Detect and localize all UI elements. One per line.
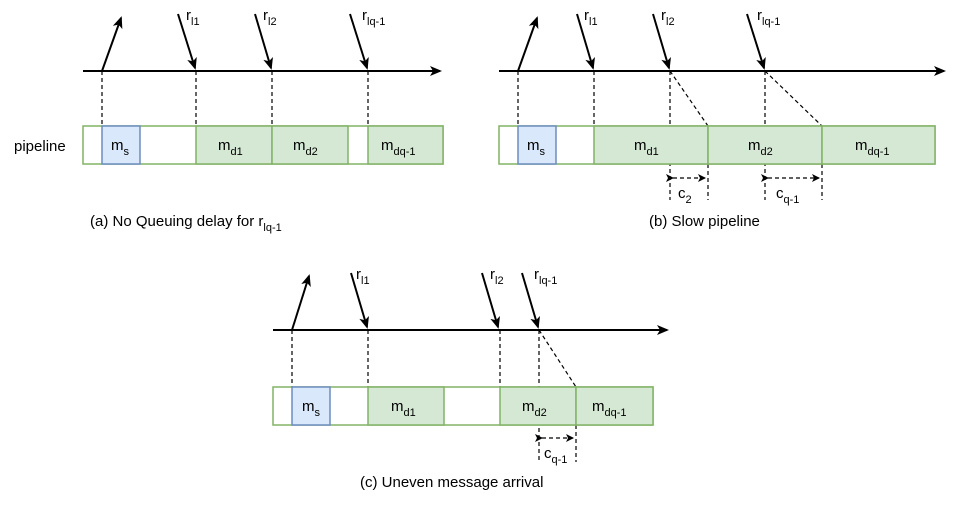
- request-arrow-l1: [177, 13, 197, 70]
- request-label-lq-1: rlq-1: [757, 7, 780, 28]
- segment-label-ms: ms: [111, 137, 130, 158]
- request-arrow-l1: [576, 13, 595, 70]
- segment-md2: [707, 125, 823, 165]
- slope-line: [669, 70, 709, 127]
- segment-label-ms: ms: [527, 137, 546, 158]
- segment-ms: [517, 125, 557, 165]
- request-label-lq-1: rlq-1: [534, 266, 557, 287]
- delay-label-cq-1: cq-1: [776, 185, 799, 206]
- segment-label-md1: md1: [218, 137, 243, 158]
- segment-label-mdq-1: mdq-1: [855, 137, 890, 158]
- segment-label-md2: md2: [293, 137, 318, 158]
- segment-label-mdq-1: mdq-1: [381, 137, 416, 158]
- start-arrow: [517, 16, 539, 72]
- request-arrow-l2: [481, 272, 500, 329]
- request-arrow-lq-1: [521, 272, 540, 329]
- request-label-l2: rl2: [263, 7, 277, 28]
- pipeline-row-label: pipeline: [14, 138, 66, 155]
- start-arrow: [291, 274, 311, 331]
- request-arrow-l2: [254, 13, 273, 70]
- request-label-l2: rl2: [490, 266, 504, 287]
- segment-md2: [271, 125, 349, 165]
- request-label-l1: rl1: [186, 7, 200, 28]
- request-arrow-lq-1: [349, 13, 369, 70]
- slope-line: [538, 329, 577, 388]
- panel-c: rl1 rl2 rlq-1 ms md1 md2 mdq-1 cq-1 (c) …: [272, 266, 669, 491]
- segment-ms: [291, 386, 331, 426]
- request-label-lq-1: rlq-1: [362, 7, 385, 28]
- request-arrow-l1: [350, 272, 369, 329]
- segment-label-md1: md1: [634, 137, 659, 158]
- start-arrow: [101, 16, 123, 72]
- request-arrow-lq-1: [746, 13, 766, 70]
- segment-md2: [499, 386, 577, 426]
- slope-line: [764, 70, 823, 127]
- delay-label-cq-1: cq-1: [544, 445, 567, 466]
- segment-md1: [593, 125, 709, 165]
- caption-b: (b) Slow pipeline: [649, 213, 760, 230]
- segment-mdq-1: [821, 125, 936, 165]
- segment-md1: [367, 386, 445, 426]
- delay-label-c2: c2: [678, 185, 692, 206]
- panel-b: rl1 rl2 rlq-1 ms md1 md2 mdq-1 c2 cq-1 (…: [498, 7, 946, 230]
- segment-md1: [195, 125, 273, 165]
- request-label-l1: rl1: [584, 7, 598, 28]
- segment-mdq-1: [367, 125, 444, 165]
- segment-label-md2: md2: [522, 398, 547, 419]
- request-label-l2: rl2: [661, 7, 675, 28]
- caption-a: (a) No Queuing delay for rlq-1: [90, 213, 282, 234]
- segment-label-md2: md2: [748, 137, 773, 158]
- segment-ms: [101, 125, 141, 165]
- segment-label-ms: ms: [302, 398, 321, 419]
- request-label-l1: rl1: [356, 266, 370, 287]
- panel-a: rl1 rl2 rlq-1 pipeline ms md1 md2 mdq-1 …: [14, 7, 444, 234]
- caption-c: (c) Uneven message arrival: [360, 474, 543, 491]
- request-arrow-l2: [652, 13, 671, 70]
- segment-mdq-1: [575, 386, 654, 426]
- segment-label-md1: md1: [391, 398, 416, 419]
- segment-label-mdq-1: mdq-1: [592, 398, 627, 419]
